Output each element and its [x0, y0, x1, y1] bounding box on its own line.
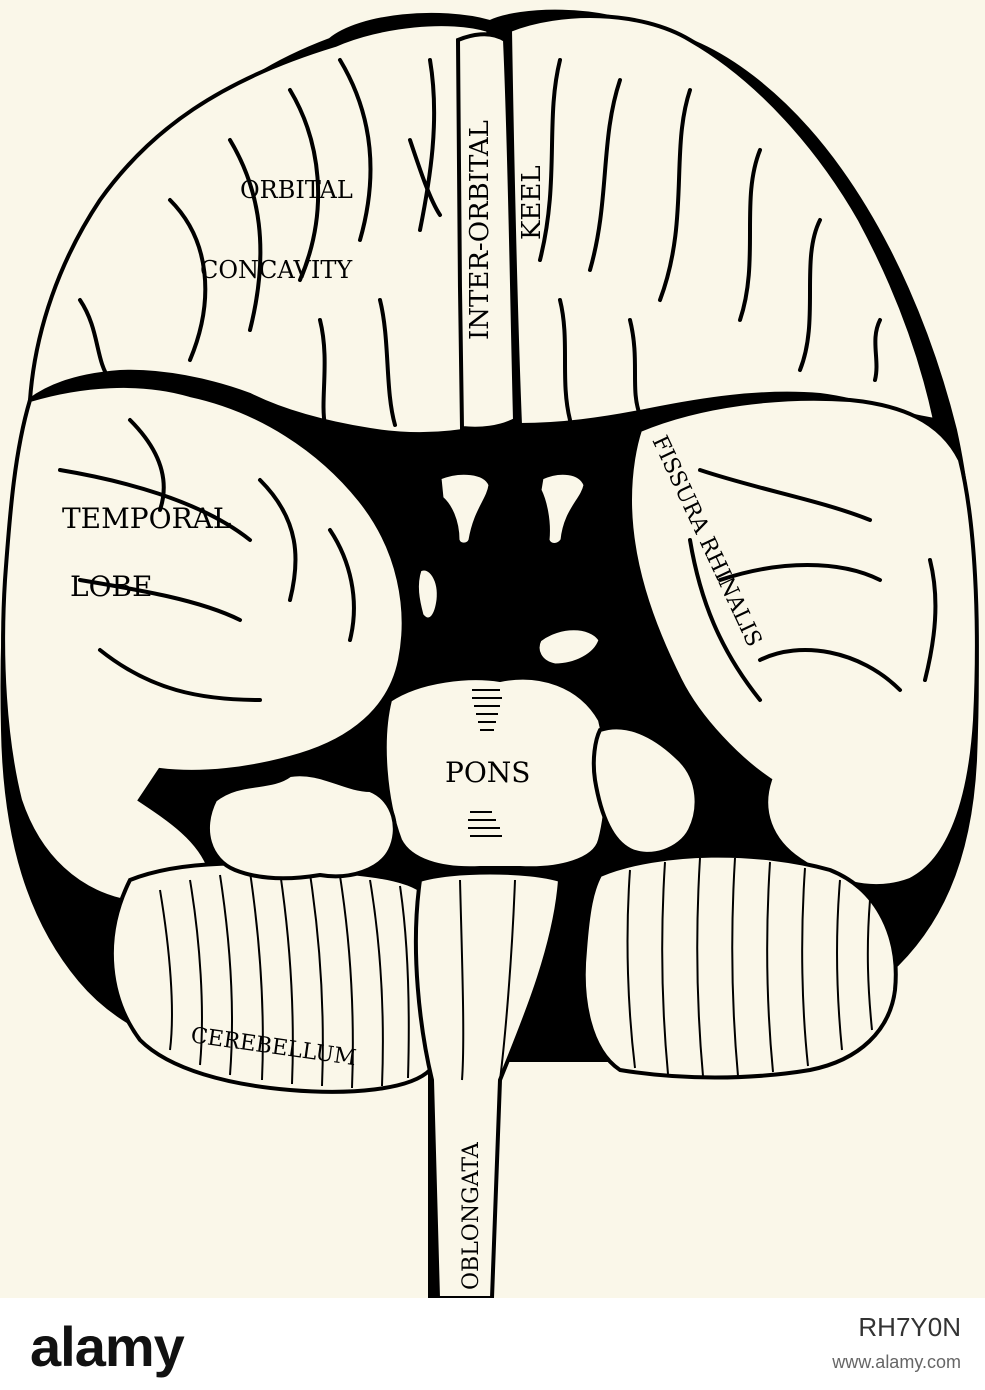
label-inter-orbital: INTER-ORBITAL	[465, 120, 495, 340]
watermark-image-id: RH7Y0N	[858, 1312, 961, 1342]
mammillary-right	[536, 627, 602, 667]
right-temporal-lobe	[627, 396, 979, 889]
watermark-url: www.alamy.com	[832, 1352, 961, 1372]
pons-shape	[382, 675, 609, 871]
label-concavity: CONCAVITY	[200, 256, 353, 284]
optic-structure-right	[538, 471, 587, 546]
brain-illustration: ORBITAL CONCAVITY INTER-ORBITAL KEEL TEM…	[0, 9, 979, 1302]
mammillary-left	[415, 567, 440, 621]
right-cerebellum	[581, 853, 898, 1080]
left-temporal-lobe	[1, 383, 406, 904]
label-lobe: LOBE	[70, 570, 153, 603]
label-orbital: ORBITAL	[240, 176, 353, 204]
medulla-oblongata	[413, 870, 563, 1300]
label-keel: KEEL	[517, 165, 547, 240]
optic-structure-left	[438, 471, 492, 546]
inter-orbital-keel	[455, 32, 518, 431]
watermark-logo: alamy	[30, 1315, 185, 1378]
label-pons: PONS	[445, 756, 530, 789]
label-temporal: TEMPORAL	[62, 502, 231, 535]
left-flocculus	[205, 772, 397, 881]
watermark-band	[0, 1298, 985, 1390]
label-oblongata: OBLONGATA	[459, 1141, 484, 1290]
right-flocculus	[591, 725, 699, 856]
brain-diagram-area: ORBITAL CONCAVITY INTER-ORBITAL KEEL TEM…	[0, 9, 979, 1302]
